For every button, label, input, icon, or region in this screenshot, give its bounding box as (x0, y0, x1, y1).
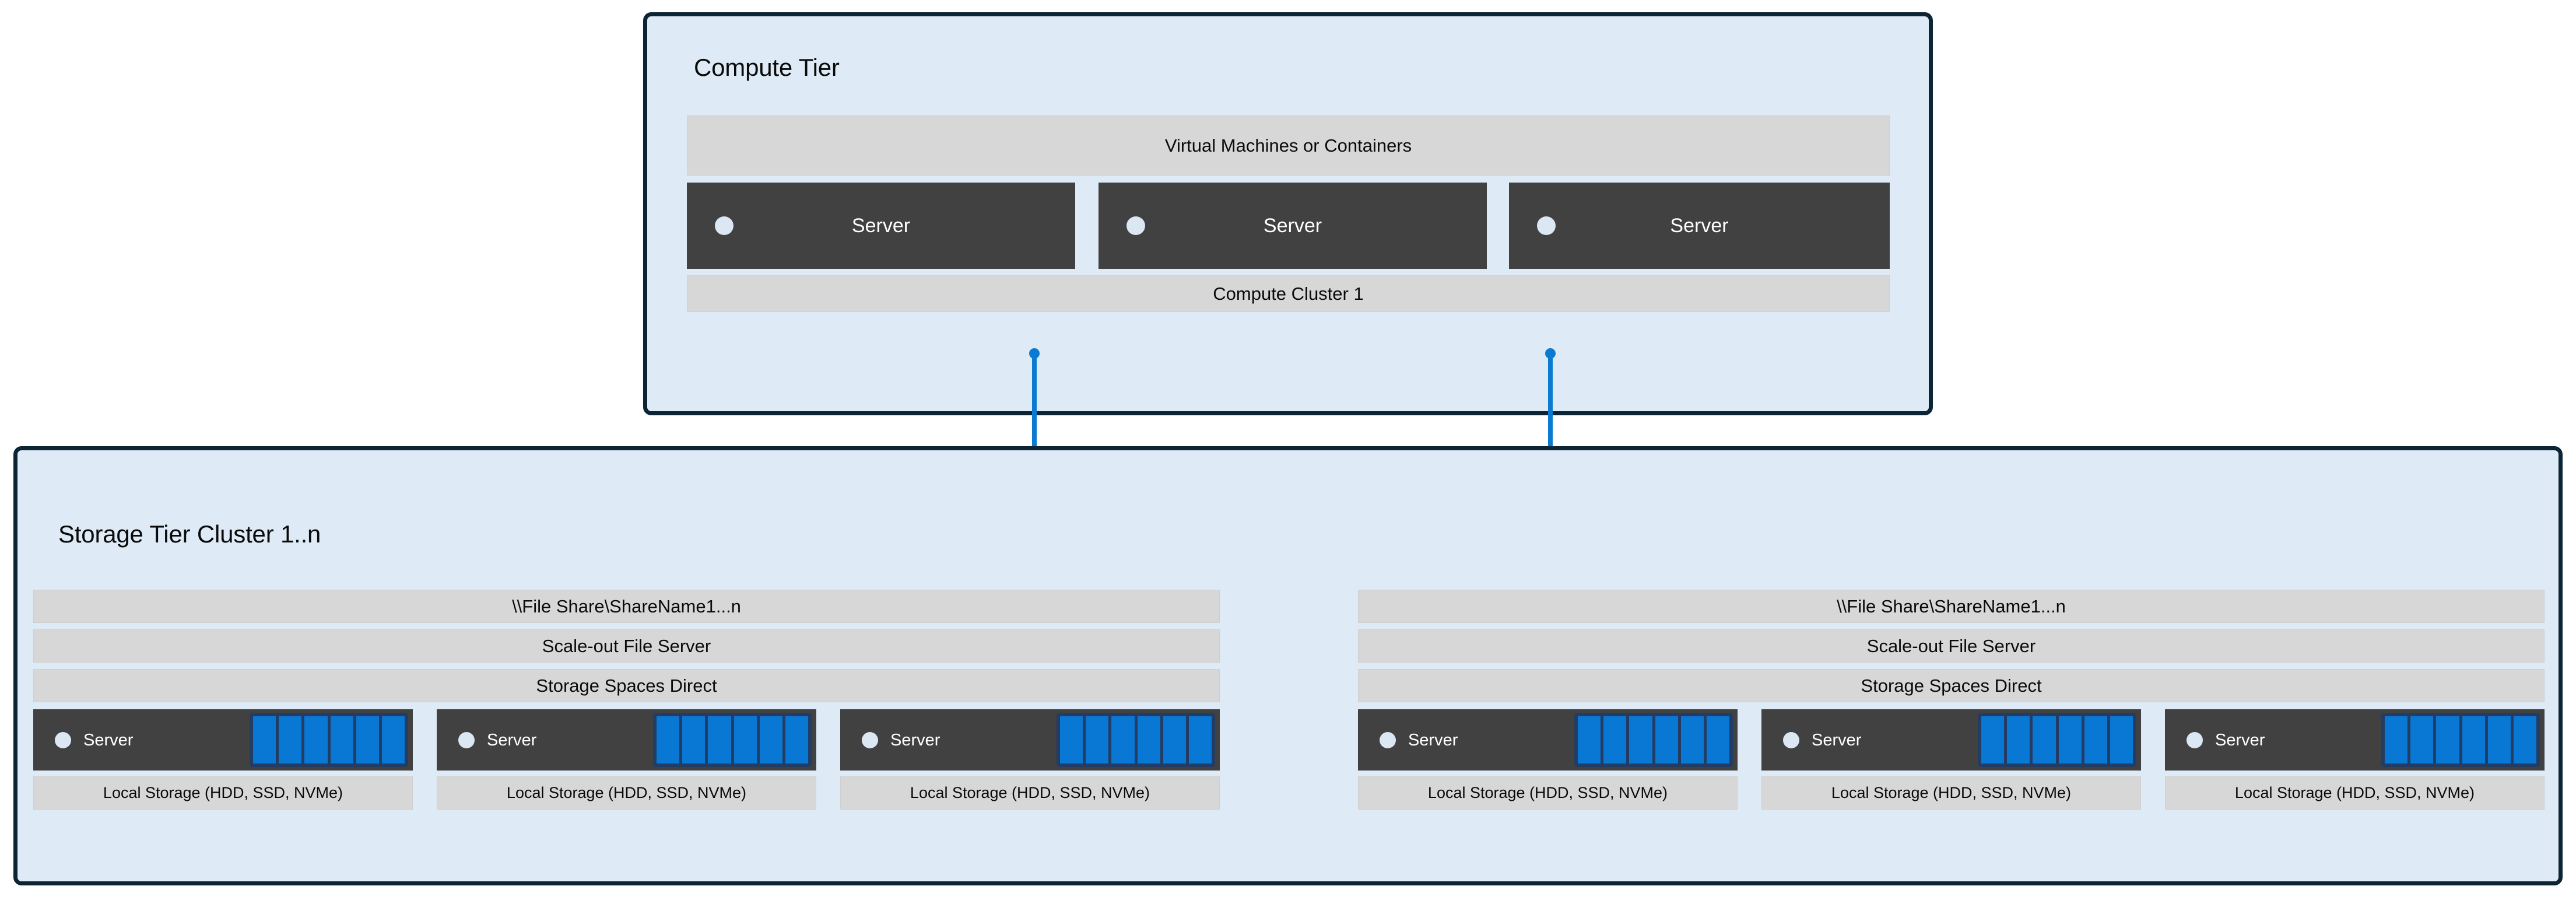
local-storage-label: Local Storage (HDD, SSD, NVMe) (1761, 776, 2141, 810)
storage-node-body: Server (840, 709, 1220, 771)
server-status-dot-icon (1537, 216, 1556, 235)
storage-server-label: Server (2215, 730, 2265, 750)
storage-tier-title: Storage Tier Cluster 1..n (58, 520, 321, 548)
storage-node-body: Server (2165, 709, 2545, 771)
local-storage-label: Local Storage (HDD, SSD, NVMe) (2165, 776, 2545, 810)
server-status-dot-icon (2187, 731, 2203, 748)
storage-node[interactable]: Server Local Storage (HDD, SSD, NVMe) (1761, 709, 2141, 810)
file-share-band: \\File Share\ShareName1...n (33, 590, 1220, 623)
drive-bay-icon (2381, 713, 2540, 767)
storage-server-label: Server (1408, 730, 1458, 750)
drive-bay-icon (653, 713, 812, 767)
storage-node[interactable]: Server Local Storage (HDD, SSD, NVMe) (840, 709, 1220, 810)
storage-spaces-direct-band: Storage Spaces Direct (33, 669, 1220, 702)
compute-server-label: Server (851, 215, 911, 237)
storage-spaces-direct-band: Storage Spaces Direct (1358, 669, 2545, 702)
server-status-dot-icon (1126, 216, 1145, 235)
storage-node-body: Server (1761, 709, 2141, 771)
compute-server-1[interactable]: Server (1099, 183, 1487, 269)
local-storage-label: Local Storage (HDD, SSD, NVMe) (437, 776, 816, 810)
connector-line (1032, 353, 1037, 484)
connector-line (1548, 353, 1553, 484)
scale-out-file-server-band: Scale-out File Server (1358, 629, 2545, 663)
compute-tier-title: Compute Tier (694, 54, 840, 81)
storage-node-body: Server (437, 709, 816, 771)
file-share-band: \\File Share\ShareName1...n (1358, 590, 2545, 623)
storage-node[interactable]: Server Local Storage (HDD, SSD, NVMe) (437, 709, 816, 810)
storage-server-label: Server (1812, 730, 1862, 750)
compute-cluster-band: Compute Cluster 1 (687, 275, 1890, 312)
server-status-dot-icon (458, 731, 475, 748)
drive-bay-icon (1978, 713, 2136, 767)
compute-server-0[interactable]: Server (687, 183, 1075, 269)
storage-node[interactable]: Server Local Storage (HDD, SSD, NVMe) (33, 709, 413, 810)
compute-server-2[interactable]: Server (1509, 183, 1890, 269)
local-storage-label: Local Storage (HDD, SSD, NVMe) (840, 776, 1220, 810)
storage-node-body: Server (33, 709, 413, 771)
virtual-machines-band: Virtual Machines or Containers (687, 115, 1890, 176)
server-status-dot-icon (715, 216, 734, 235)
storage-server-label: Server (83, 730, 134, 750)
storage-server-label: Server (487, 730, 537, 750)
compute-server-label: Server (1670, 215, 1729, 237)
server-status-dot-icon (862, 731, 878, 748)
storage-node-body: Server (1358, 709, 1738, 771)
drive-bay-icon (1574, 713, 1733, 767)
storage-node[interactable]: Server Local Storage (HDD, SSD, NVMe) (1358, 709, 1738, 810)
local-storage-label: Local Storage (HDD, SSD, NVMe) (33, 776, 413, 810)
storage-tier-panel (13, 446, 2563, 885)
server-status-dot-icon (1783, 731, 1799, 748)
server-status-dot-icon (1380, 731, 1396, 748)
local-storage-label: Local Storage (HDD, SSD, NVMe) (1358, 776, 1738, 810)
storage-server-label: Server (890, 730, 940, 750)
drive-bay-icon (1057, 713, 1215, 767)
server-status-dot-icon (55, 731, 71, 748)
drive-bay-icon (250, 713, 408, 767)
storage-node[interactable]: Server Local Storage (HDD, SSD, NVMe) (2165, 709, 2545, 810)
compute-server-label: Server (1263, 215, 1322, 237)
scale-out-file-server-band: Scale-out File Server (33, 629, 1220, 663)
